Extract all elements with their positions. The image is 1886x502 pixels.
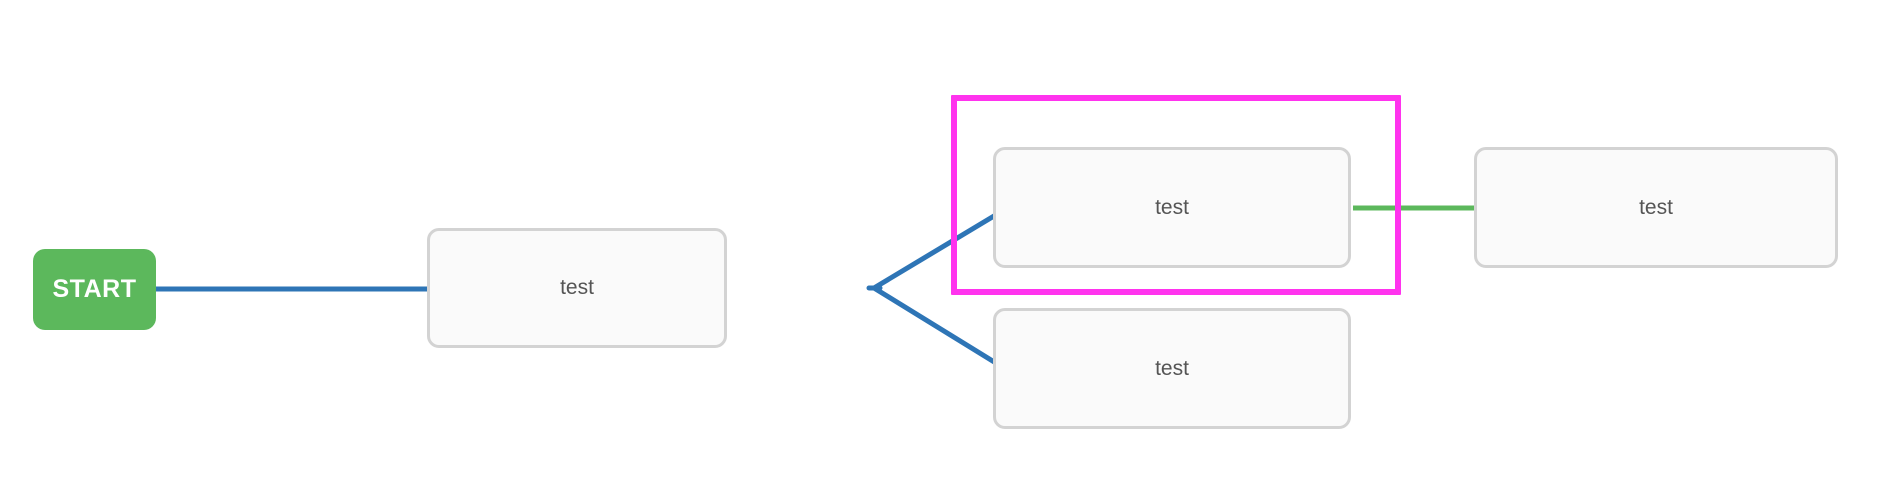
node-task-4-label: test bbox=[1155, 356, 1189, 380]
node-task-2[interactable]: test bbox=[993, 147, 1351, 268]
node-start[interactable]: START bbox=[33, 249, 156, 330]
selection-rectangle[interactable] bbox=[951, 95, 1401, 295]
node-task-3[interactable]: test bbox=[1474, 147, 1838, 268]
edge-task1-task4 bbox=[871, 285, 1007, 371]
node-start-label: START bbox=[52, 275, 137, 303]
node-task-4[interactable]: test bbox=[993, 308, 1351, 429]
node-task-3-label: test bbox=[1639, 195, 1673, 219]
node-task-1[interactable]: test bbox=[427, 228, 727, 348]
node-task-2-label: test bbox=[1155, 195, 1189, 219]
node-task-1-label: test bbox=[560, 276, 594, 299]
